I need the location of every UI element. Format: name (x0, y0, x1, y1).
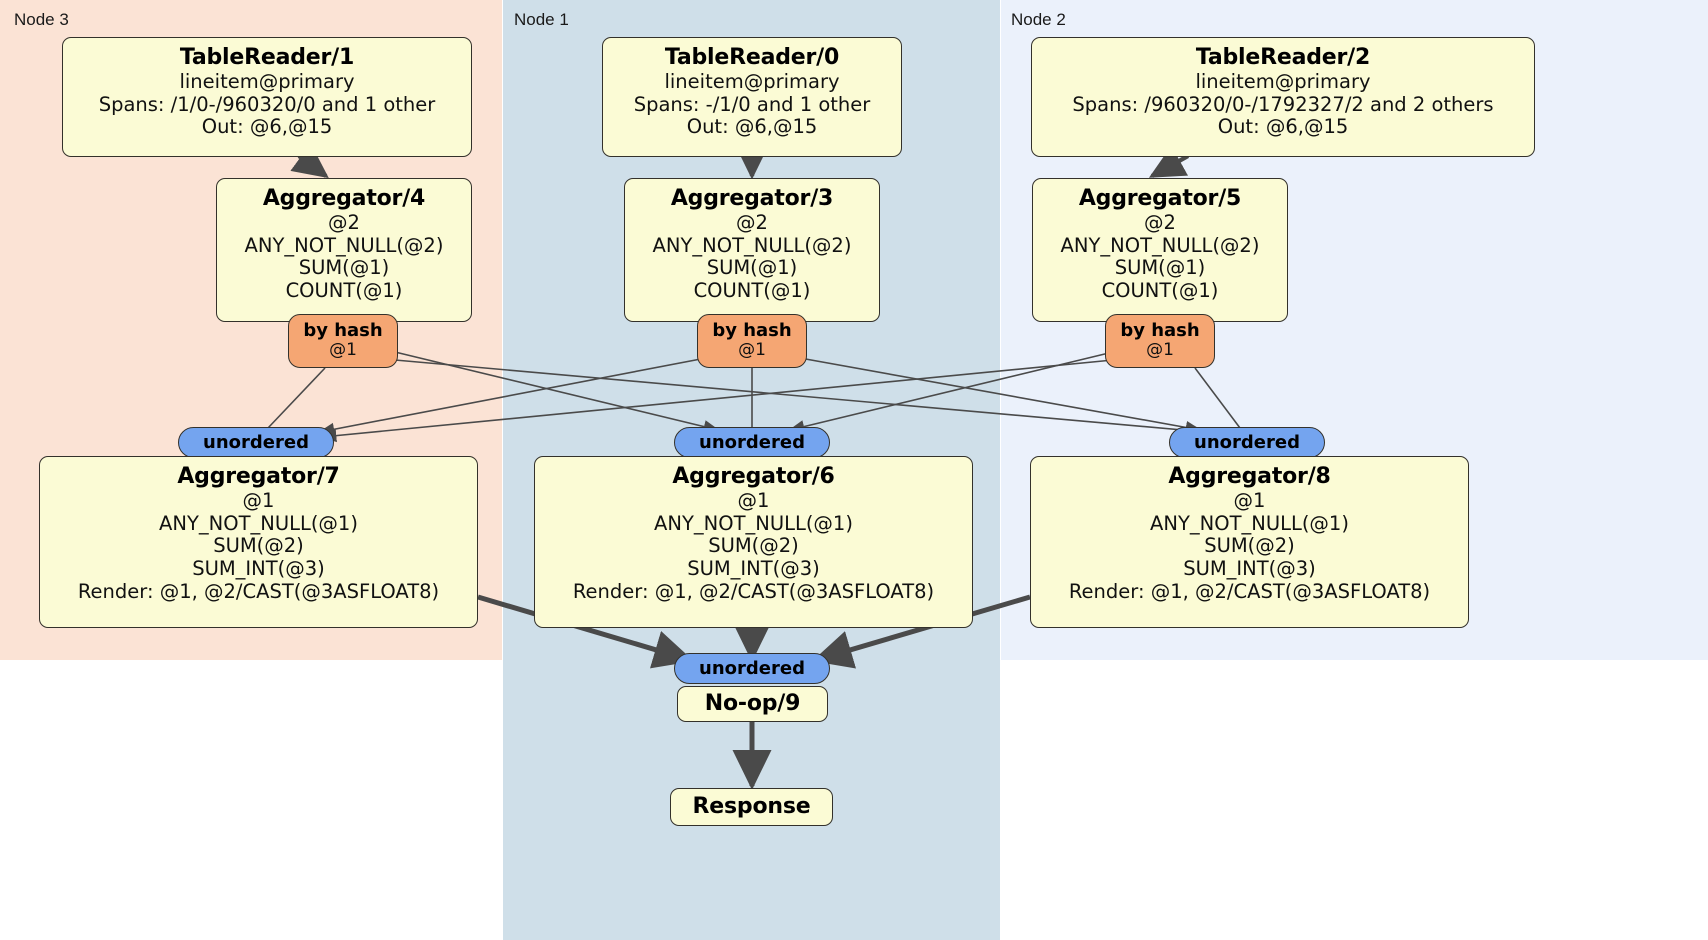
processor-title: TableReader/1 (179, 45, 355, 70)
processor-title: TableReader/0 (664, 45, 840, 70)
processor-title: Aggregator/4 (262, 186, 426, 211)
processor-line: COUNT(@1) (1101, 279, 1219, 303)
processor-line: ANY_NOT_NULL(@2) (244, 233, 444, 257)
processor-line: Render: @1, @2/CAST(@3ASFLOAT8) (572, 579, 935, 603)
processor-line: SUM(@1) (298, 256, 390, 280)
router-key: @1 (738, 340, 766, 361)
processor-title: Aggregator/5 (1078, 186, 1242, 211)
processor-aggregator3[interactable]: Aggregator/3 @2 ANY_NOT_NULL(@2) SUM(@1)… (624, 178, 880, 322)
processor-aggregator4[interactable]: Aggregator/4 @2 ANY_NOT_NULL(@2) SUM(@1)… (216, 178, 472, 322)
processor-line: Spans: -/1/0 and 1 other (633, 92, 871, 116)
processor-aggregator5[interactable]: Aggregator/5 @2 ANY_NOT_NULL(@2) SUM(@1)… (1032, 178, 1288, 322)
receiver-unordered-right[interactable]: unordered (1169, 427, 1325, 458)
processor-line: COUNT(@1) (693, 279, 811, 303)
processor-aggregator7[interactable]: Aggregator/7 @1 ANY_NOT_NULL(@1) SUM(@2)… (39, 456, 478, 628)
processor-line: @1 (1233, 488, 1266, 512)
processor-line: SUM(@2) (213, 534, 304, 558)
processor-line: SUM_INT(@3) (192, 557, 325, 581)
processor-line: Out: @6,@15 (686, 115, 818, 139)
processor-line: Spans: /960320/0-/1792327/2 and 2 others (1072, 92, 1494, 116)
router-type: by hash (712, 319, 792, 341)
router-key: @1 (1146, 340, 1174, 361)
processor-line: ANY_NOT_NULL(@1) (654, 511, 853, 535)
processor-line: SUM_INT(@3) (687, 557, 820, 581)
processor-line: lineitem@primary (1195, 69, 1371, 93)
router-hash-center[interactable]: by hash @1 (697, 314, 807, 368)
processor-line: Out: @6,@15 (1217, 115, 1349, 139)
processor-line: SUM(@1) (706, 256, 798, 280)
processor-line: Spans: /1/0-/960320/0 and 1 other (98, 92, 436, 116)
processor-noop9[interactable]: No-op/9 (677, 686, 828, 722)
processor-line: @1 (737, 488, 770, 512)
processor-tablereader1[interactable]: TableReader/1 lineitem@primary Spans: /1… (62, 37, 472, 157)
processor-line: ANY_NOT_NULL(@2) (652, 233, 852, 257)
receiver-label: unordered (1194, 432, 1300, 453)
processor-line: @2 (736, 210, 768, 234)
router-type: by hash (1120, 319, 1200, 341)
processor-line: SUM(@2) (1204, 534, 1295, 558)
processor-line: Render: @1, @2/CAST(@3ASFLOAT8) (77, 579, 440, 603)
processor-aggregator6[interactable]: Aggregator/6 @1 ANY_NOT_NULL(@1) SUM(@2)… (534, 456, 973, 628)
node-label-node2: Node 2 (1011, 10, 1066, 29)
processor-line: ANY_NOT_NULL(@1) (159, 511, 358, 535)
processor-title: Aggregator/8 (1168, 464, 1331, 489)
processor-line: lineitem@primary (664, 69, 840, 93)
processor-line: Render: @1, @2/CAST(@3ASFLOAT8) (1068, 579, 1431, 603)
processor-title: TableReader/2 (1195, 45, 1371, 70)
processor-line: COUNT(@1) (285, 279, 403, 303)
processor-aggregator8[interactable]: Aggregator/8 @1 ANY_NOT_NULL(@1) SUM(@2)… (1030, 456, 1469, 628)
processor-line: @2 (328, 210, 360, 234)
processor-title: Response (692, 794, 811, 820)
router-hash-left[interactable]: by hash @1 (288, 314, 398, 368)
processor-line: SUM_INT(@3) (1183, 557, 1316, 581)
receiver-label: unordered (699, 432, 805, 453)
processor-line: @2 (1144, 210, 1176, 234)
processor-title: Aggregator/6 (672, 464, 835, 489)
receiver-unordered-left[interactable]: unordered (178, 427, 334, 458)
receiver-label: unordered (203, 432, 309, 453)
node-label-node1: Node 1 (514, 10, 569, 29)
receiver-unordered-final[interactable]: unordered (674, 653, 830, 684)
processor-title: Aggregator/3 (670, 186, 834, 211)
router-key: @1 (329, 340, 357, 361)
processor-title: Aggregator/7 (177, 464, 340, 489)
processor-line: lineitem@primary (179, 69, 355, 93)
router-type: by hash (303, 319, 383, 341)
receiver-unordered-center[interactable]: unordered (674, 427, 830, 458)
processor-line: SUM(@2) (708, 534, 799, 558)
processor-tablereader0[interactable]: TableReader/0 lineitem@primary Spans: -/… (602, 37, 902, 157)
processor-response[interactable]: Response (670, 788, 833, 826)
processor-tablereader2[interactable]: TableReader/2 lineitem@primary Spans: /9… (1031, 37, 1535, 157)
processor-line: ANY_NOT_NULL(@1) (1150, 511, 1349, 535)
processor-title: No-op/9 (704, 691, 801, 717)
processor-line: @1 (242, 488, 275, 512)
receiver-label: unordered (699, 658, 805, 679)
router-hash-right[interactable]: by hash @1 (1105, 314, 1215, 368)
processor-line: ANY_NOT_NULL(@2) (1060, 233, 1260, 257)
processor-line: Out: @6,@15 (201, 115, 333, 139)
node-label-node3: Node 3 (14, 10, 69, 29)
processor-line: SUM(@1) (1114, 256, 1206, 280)
